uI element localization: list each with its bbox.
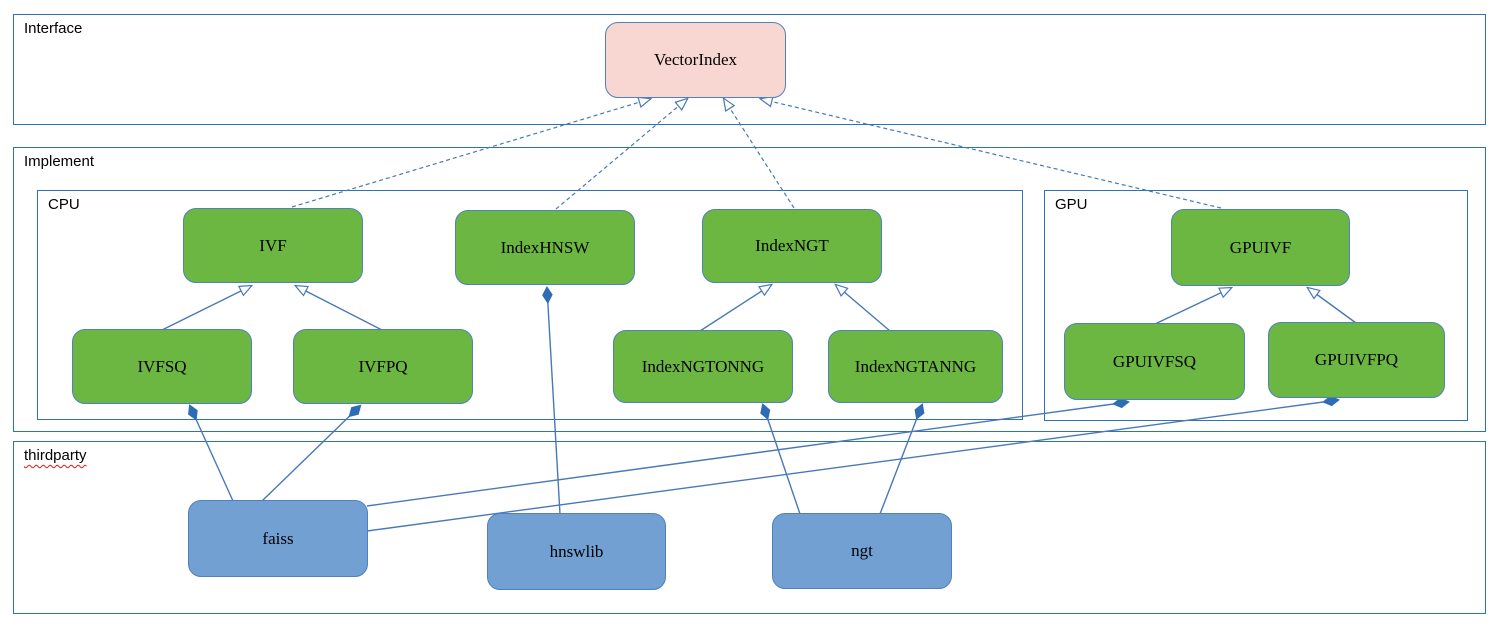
edge-gpuivfpq-to-faiss <box>366 395 1340 532</box>
edge-gpuivfsq-to-gpuivf <box>1154 288 1231 325</box>
thirdparty-label: thirdparty <box>24 447 87 464</box>
edge-indexngt-to-vectorindex <box>724 99 795 209</box>
edge-indexngtanng-to-indexngt <box>836 285 891 332</box>
node-gpuivfsq: GPUIVFSQ <box>1064 323 1245 400</box>
interface-container: Interface <box>13 14 1486 125</box>
node-ivfsq-label: IVFSQ <box>137 356 187 376</box>
edge-gpuivfsq-to-faiss <box>366 397 1130 507</box>
node-gpuivfpq: GPUIVFPQ <box>1268 322 1445 398</box>
edge-indexhnsw-to-hnswlib <box>542 286 561 515</box>
interface-label: Interface <box>24 20 83 37</box>
node-indexhnsw-label: IndexHNSW <box>500 237 590 257</box>
node-indexngt-label: IndexNGT <box>755 236 829 255</box>
node-indexngtonng-label: IndexNGTONNG <box>641 356 765 376</box>
node-ivfsq: IVFSQ <box>72 329 252 404</box>
node-gpuivf-label: GPUIVF <box>1229 237 1292 257</box>
edge-indexhnsw-to-vectorindex <box>555 99 687 210</box>
implement-label: Implement <box>24 153 95 170</box>
edge-gpuivfpq-to-gpuivf <box>1308 288 1357 324</box>
node-gpuivf: GPUIVF <box>1171 209 1350 286</box>
node-vectorindex: VectorIndex <box>605 22 786 98</box>
implement-container: Implement <box>13 147 1486 432</box>
node-indexhnsw: IndexHNSW <box>455 210 635 285</box>
gpu-label: GPU <box>1055 196 1088 213</box>
node-hnswlib-label: hnswlib <box>549 541 604 561</box>
node-indexngt: IndexNGT <box>702 209 882 283</box>
node-indexngtanng-label: IndexNGTANNG <box>854 356 977 376</box>
node-faiss: faiss <box>188 500 368 577</box>
gpu-container: GPU <box>1044 190 1468 421</box>
node-ivfpq: IVFPQ <box>293 329 473 404</box>
node-vectorindex-label: VectorIndex <box>653 50 738 69</box>
node-indexngtanng: IndexNGTANNG <box>828 330 1003 403</box>
node-hnswlib: hnswlib <box>487 513 666 590</box>
node-ngt: ngt <box>772 513 952 589</box>
edge-ivfpq-to-ivf <box>296 286 383 331</box>
edge-gpuivf-to-vectorindex <box>761 99 1222 209</box>
node-ivf-label: IVF <box>259 235 287 255</box>
edge-ivfsq-to-ivf <box>161 286 251 331</box>
thirdparty-container: thirdparty <box>13 441 1486 614</box>
edge-indexngtonng-to-ngt <box>760 403 801 515</box>
node-ivf: IVF <box>183 208 363 283</box>
cpu-label: CPU <box>48 196 80 213</box>
edge-ivfsq-to-faiss <box>188 404 234 502</box>
node-gpuivfsq-label: GPUIVFSQ <box>1112 351 1197 371</box>
node-indexngtonng: IndexNGTONNG <box>613 330 793 403</box>
cpu-container: CPU <box>37 190 1023 420</box>
edge-lines-group <box>161 99 1357 532</box>
edge-ivfpq-to-faiss <box>261 404 362 502</box>
edge-ivf-to-vectorindex <box>291 99 650 208</box>
node-ngt-label: ngt <box>851 541 873 560</box>
edge-indexngtonng-to-indexngt <box>699 285 771 332</box>
node-ivfpq-label: IVFPQ <box>358 356 408 376</box>
node-faiss-label: faiss <box>262 528 294 548</box>
node-gpuivfpq-label: GPUIVFPQ <box>1314 350 1399 369</box>
